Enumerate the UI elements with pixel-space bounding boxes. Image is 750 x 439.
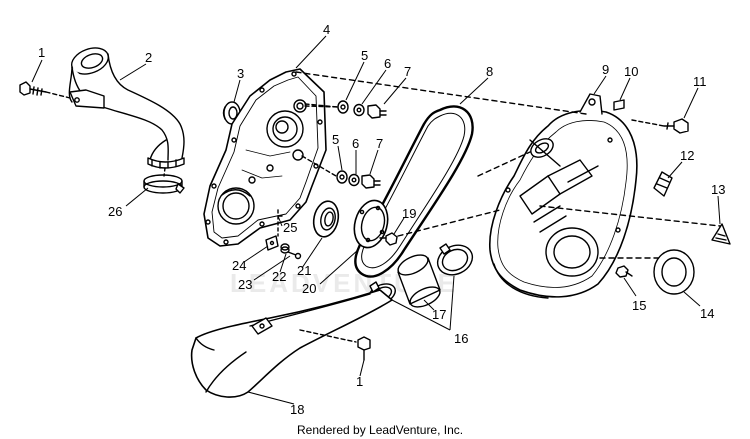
callout-1: 1: [38, 45, 45, 60]
outlet-duct-part: [190, 289, 393, 398]
callout-1-lower: 1: [356, 374, 363, 389]
callout-11: 11: [693, 74, 707, 89]
screw-part-23: [287, 251, 302, 260]
rendered-by-footer: Rendered by LeadVenture, Inc.: [297, 423, 463, 437]
callout-labels: 1 2 3 4 5 6 7 8 9 10 11 5 6 7 12 13 19 2…: [38, 22, 725, 417]
callout-20: 20: [302, 281, 316, 296]
callout-13: 13: [711, 182, 725, 197]
callout-16: 16: [454, 331, 468, 346]
screw-part-19: [379, 232, 398, 246]
callout-5-lower: 5: [332, 132, 339, 147]
inner-cover-plate-part: [203, 68, 327, 247]
callout-19: 19: [402, 206, 416, 221]
bolt-part-11: [663, 118, 689, 134]
decal-part-10: [613, 99, 625, 111]
gasket-part: [653, 249, 695, 295]
callout-3: 3: [237, 66, 244, 81]
hose-clamp-part-16a: [436, 243, 474, 276]
hose-clamp-part: [143, 174, 185, 194]
callout-5: 5: [361, 48, 368, 63]
callout-15: 15: [632, 298, 646, 313]
callout-22: 22: [272, 269, 286, 284]
duct-sleeve-part: [397, 254, 441, 308]
lock-washer-part-lower: [348, 173, 360, 187]
callout-23: 23: [238, 277, 252, 292]
callout-12: 12: [680, 148, 694, 163]
lock-washer-part: [353, 103, 365, 117]
leader-lines: [31, 35, 721, 405]
bolt-part-lower: [361, 174, 381, 189]
screw-part-15: [615, 265, 633, 278]
callout-24: 24: [232, 258, 246, 273]
callout-9: 9: [602, 62, 609, 77]
callout-10: 10: [624, 64, 638, 79]
callout-21: 21: [297, 263, 311, 278]
callout-6-lower: 6: [352, 136, 359, 151]
washer-part-lower: [336, 170, 348, 184]
intake-duct-part: [68, 47, 185, 169]
callout-7-lower: 7: [376, 136, 383, 151]
callout-18: 18: [290, 402, 304, 417]
callout-25: 25: [283, 220, 297, 235]
bolt-part-lower-1: [357, 336, 371, 361]
callout-26: 26: [108, 204, 122, 219]
washer-part: [337, 100, 349, 114]
callout-7: 7: [404, 64, 411, 79]
grommet-part-22: [280, 243, 290, 254]
callout-2: 2: [145, 50, 152, 65]
screw-part: [19, 81, 71, 99]
callout-8: 8: [486, 64, 493, 79]
callout-14: 14: [700, 306, 714, 321]
callout-4: 4: [323, 22, 330, 37]
oil-seal-part: [312, 200, 340, 238]
warning-label-part: [711, 223, 731, 245]
outer-clutch-cover-part: [489, 93, 638, 299]
drive-belt-part: [354, 105, 474, 278]
clip-bracket-part: [265, 235, 279, 251]
bolt-part: [367, 104, 387, 119]
callout-17: 17: [432, 307, 446, 322]
drive-pulley-part: [353, 199, 389, 249]
decal-part-12: [653, 171, 673, 197]
callout-6: 6: [384, 56, 391, 71]
